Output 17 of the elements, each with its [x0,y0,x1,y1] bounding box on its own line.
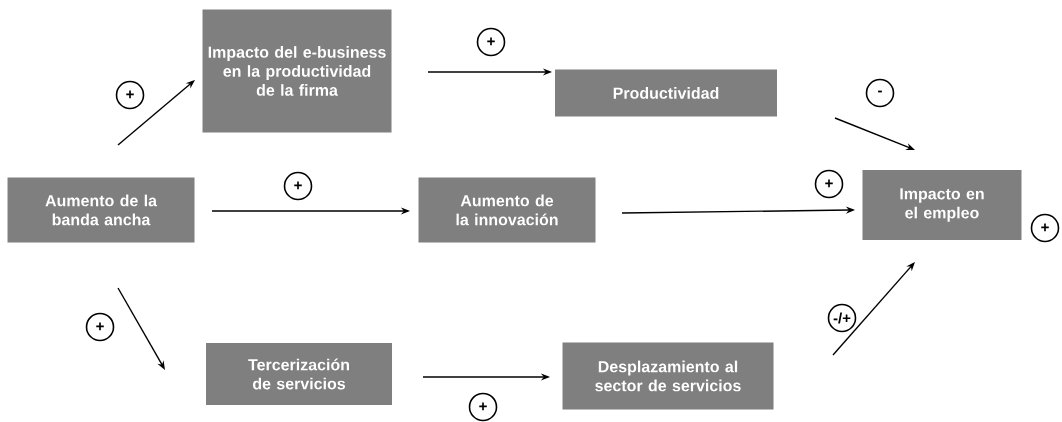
edge-label: + [468,392,498,422]
process-box: Tercerización de servicios [206,343,392,405]
edge-label: - [865,78,895,108]
edge-label: + [85,312,115,342]
edge-label: + [283,171,313,201]
arrow [117,80,195,146]
edge-label: + [476,27,506,57]
process-box: Productividad [555,69,777,117]
process-box: Aumento de la banda ancha [7,177,195,243]
process-box: Desplazamiento al sector de servicios [562,342,774,410]
edge-label: + [115,80,145,110]
process-box: Aumento de la innovación [418,177,596,243]
arrow [832,262,915,356]
edge-label: + [814,169,844,199]
process-box: Impacto del e-business en la productividad de la firma [202,9,392,133]
process-box: Impacto en el empleo [862,170,1022,240]
edge-label: -/+ [827,303,857,333]
